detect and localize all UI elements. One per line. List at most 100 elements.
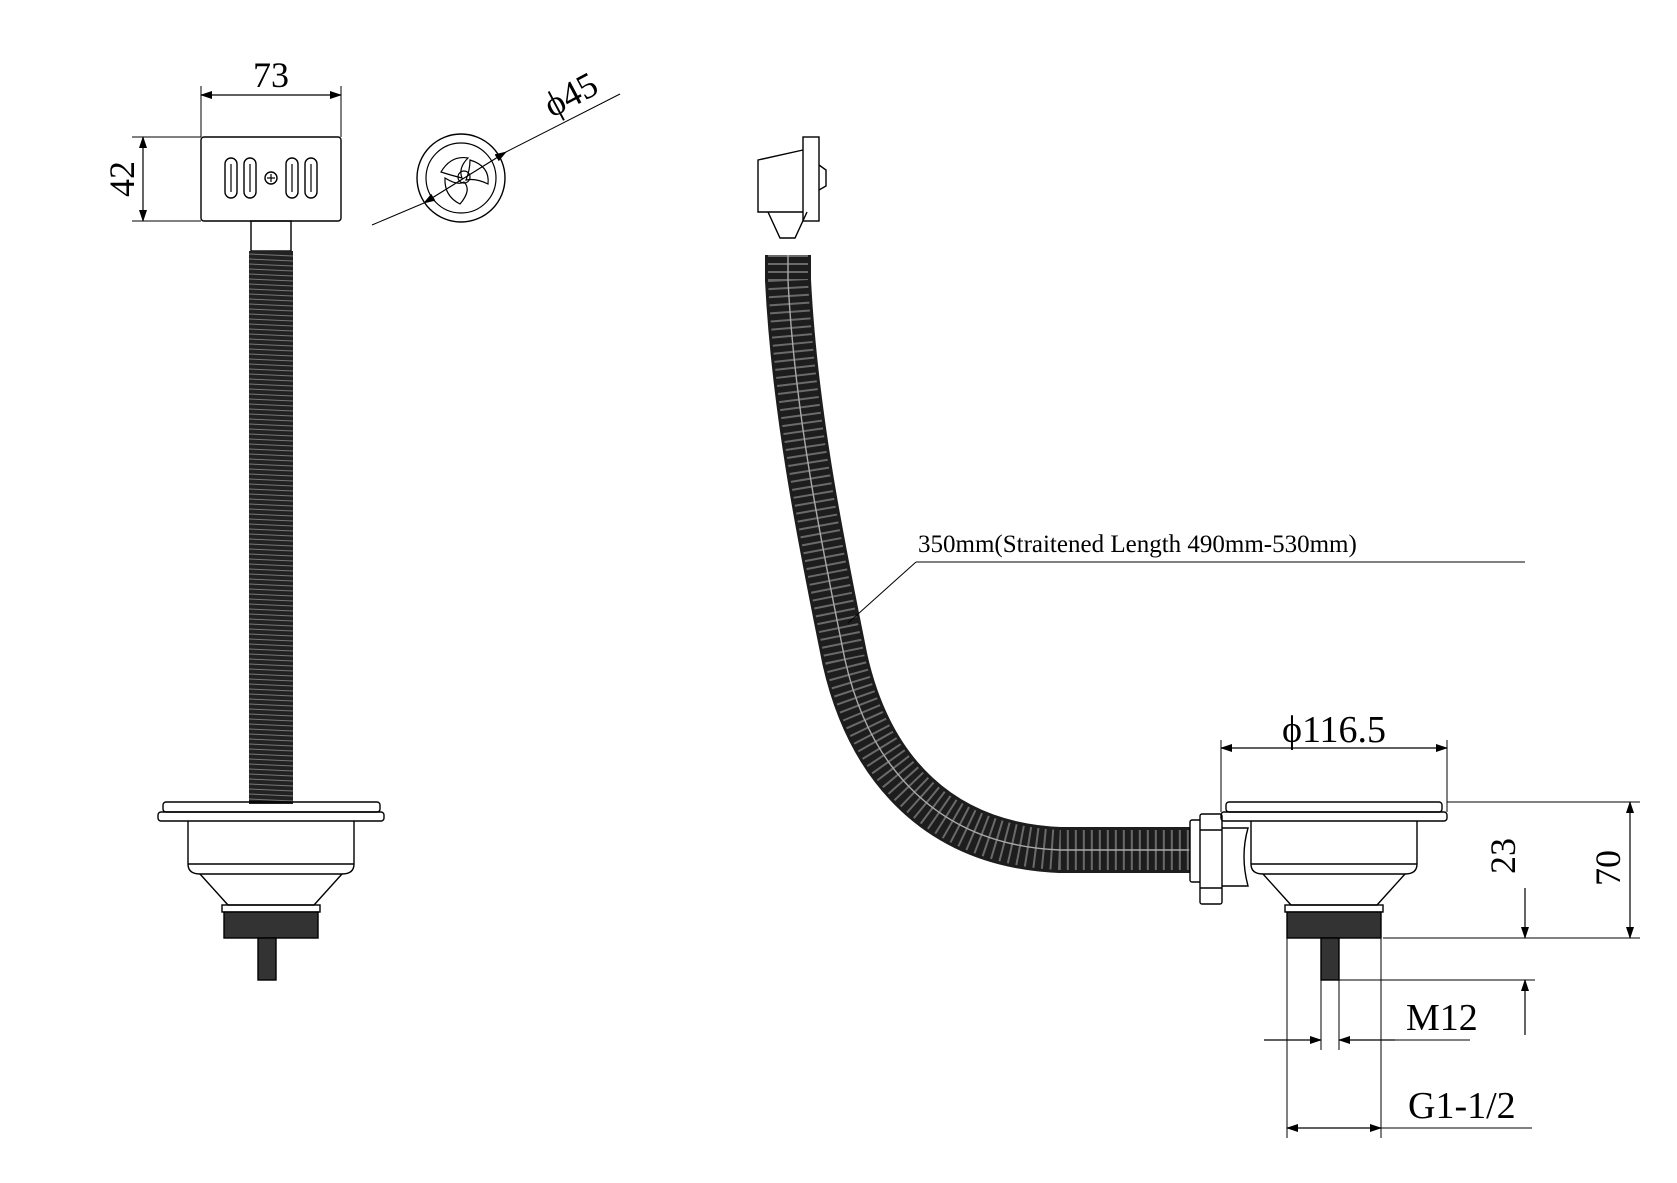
label-outlet-g1-1-2: G1-1/2	[1408, 1085, 1516, 1127]
hose-rib	[248, 503, 294, 507]
hose-rib	[248, 468, 294, 472]
hose-rib	[248, 748, 294, 752]
hose-rib	[248, 368, 294, 372]
hose-rib	[248, 743, 294, 747]
hose-rib	[248, 623, 294, 627]
hose-rib	[248, 323, 294, 327]
hose-rib	[248, 668, 294, 672]
hose-rib	[248, 408, 294, 412]
hose-rib	[248, 383, 294, 387]
overflow-neck-left	[250, 220, 292, 252]
hose-rib	[248, 298, 294, 302]
hose-rib	[248, 798, 294, 802]
hose-rib	[248, 653, 294, 657]
hose-rib	[248, 538, 294, 542]
hose-rib	[248, 528, 294, 532]
sink-basket-left	[157, 801, 385, 981]
label-width-73: 73	[253, 55, 289, 95]
hose-rib	[248, 493, 294, 497]
hose-rib	[248, 793, 294, 797]
hose-rib	[248, 428, 294, 432]
hose-rib	[248, 353, 294, 357]
hose-nut	[1189, 813, 1249, 905]
hose-rib	[248, 628, 294, 632]
hose-rib	[248, 313, 294, 317]
hose-rib	[248, 788, 294, 792]
hose-rib	[248, 518, 294, 522]
hose-rib	[248, 573, 294, 577]
overflow-box-top	[200, 136, 342, 222]
hose-rib	[248, 363, 294, 367]
hose-rib	[248, 533, 294, 537]
hose-rib	[248, 403, 294, 407]
hose-rib	[248, 483, 294, 487]
dimension-width-73: 73	[200, 55, 342, 137]
hose-rib	[248, 433, 294, 437]
hose-rib	[248, 768, 294, 772]
hose-rib	[248, 338, 294, 342]
hose-rib	[248, 718, 294, 722]
dimension-depth-70: 70	[1383, 801, 1640, 939]
hose-rib	[248, 258, 294, 262]
hose-rib	[248, 583, 294, 587]
hose-rib	[248, 738, 294, 742]
hose-rib	[248, 728, 294, 732]
hose-rib	[248, 763, 294, 767]
label-bowl-116-5: ϕ116.5	[1282, 709, 1386, 751]
sink-basket-right	[1220, 801, 1448, 981]
hose-rib	[248, 423, 294, 427]
hose-rib	[248, 603, 294, 607]
hose-rib	[248, 458, 294, 462]
hose-rib	[248, 293, 294, 297]
hose-rib	[248, 693, 294, 697]
hose-rib	[248, 438, 294, 442]
hose-rib	[248, 633, 294, 637]
label-hose-length: 350mm(Straitened Length 490mm-530mm)	[918, 531, 1357, 558]
hose-rib	[248, 688, 294, 692]
hose-rib	[248, 563, 294, 567]
hose-rib	[248, 678, 294, 682]
hose-rib	[248, 713, 294, 717]
hose-rib	[248, 498, 294, 502]
hose-rib	[248, 413, 294, 417]
dimension-strainer-45: ϕ45	[371, 64, 621, 226]
hose-rib	[248, 523, 294, 527]
hose-rib	[248, 478, 294, 482]
hose-rib	[248, 543, 294, 547]
hose-rib	[248, 283, 294, 287]
hose-rib	[248, 388, 294, 392]
hose-rib	[248, 638, 294, 642]
hose-rib	[248, 648, 294, 652]
hose-rib	[248, 753, 294, 757]
hose-rib	[248, 593, 294, 597]
hose-rib	[248, 418, 294, 422]
hose-rib	[248, 328, 294, 332]
hose-rib	[248, 358, 294, 362]
hose-rib	[248, 673, 294, 677]
hose-rib	[248, 658, 294, 662]
hose-rib	[248, 758, 294, 762]
hose-rib	[248, 618, 294, 622]
dimension-bolt-m12: M12	[1264, 980, 1478, 1050]
hose-rib	[248, 278, 294, 282]
hose-rib	[248, 343, 294, 347]
hose-rib	[248, 598, 294, 602]
hose-rib	[248, 773, 294, 777]
hose-rib	[248, 613, 294, 617]
hose-rib	[248, 783, 294, 787]
hose-rib	[248, 643, 294, 647]
hose-rib	[248, 778, 294, 782]
hose-rib	[248, 393, 294, 397]
hose-rib	[248, 548, 294, 552]
hose-rib	[248, 253, 294, 257]
hose-rib	[248, 333, 294, 337]
hose-rib	[248, 578, 294, 582]
hose-rib	[248, 453, 294, 457]
hose-rib	[248, 568, 294, 572]
hose-rib	[248, 708, 294, 712]
overflow-box-side	[757, 136, 827, 239]
dimension-bowl-116-5: ϕ116.5	[1220, 709, 1448, 812]
hose-rib	[248, 723, 294, 727]
hose-rib	[248, 398, 294, 402]
